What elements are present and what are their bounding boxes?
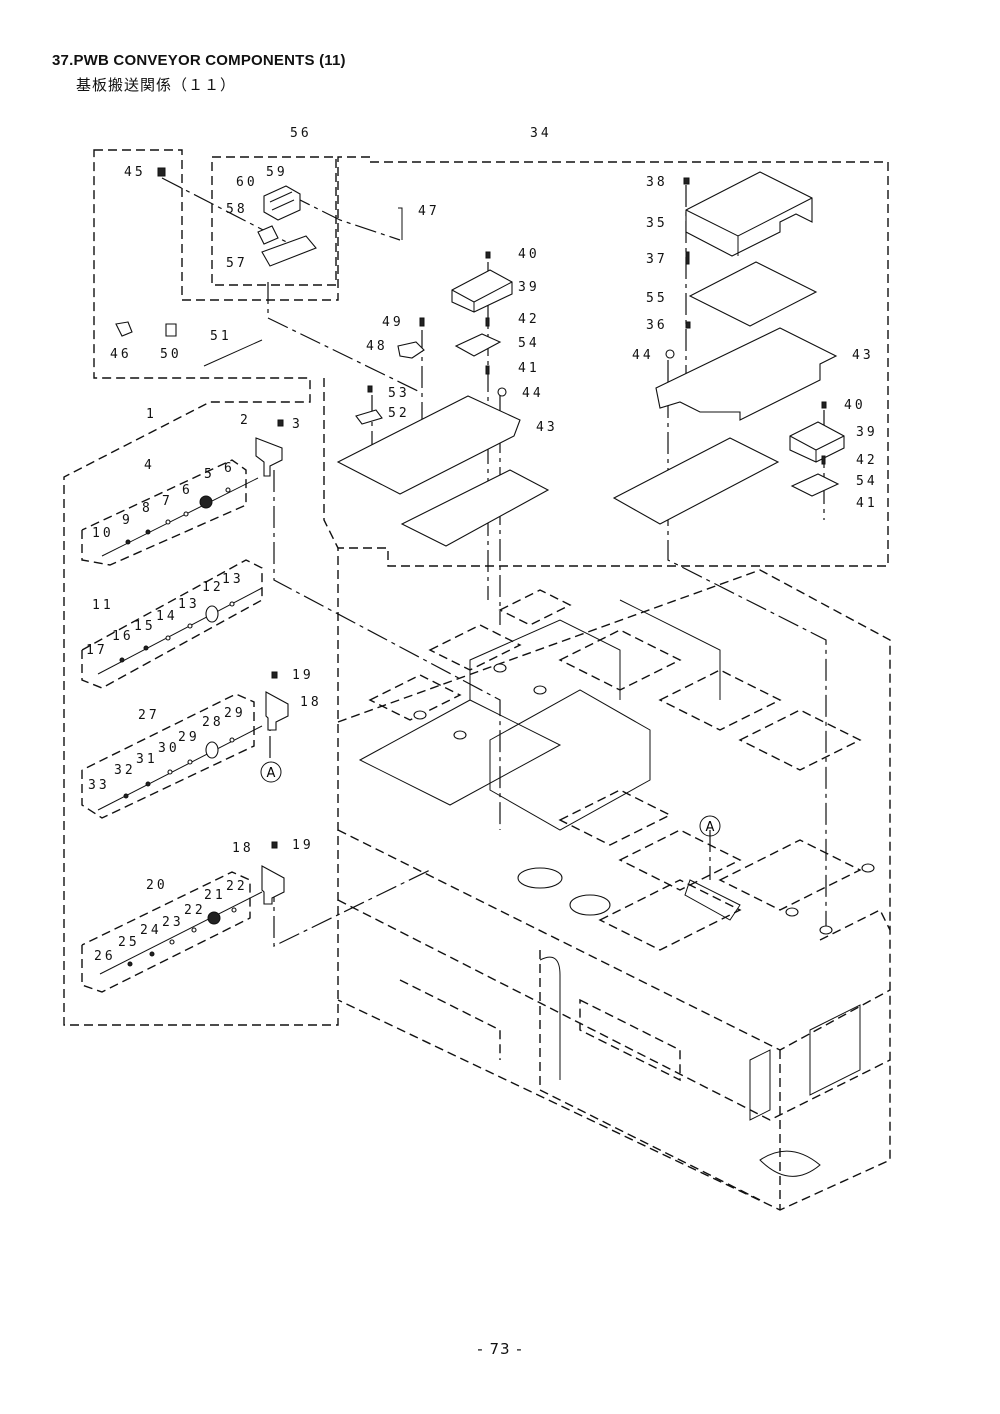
- part-label: 59: [266, 165, 288, 180]
- part-label: 30: [158, 741, 180, 756]
- part-label: 13: [178, 597, 200, 612]
- part-label: 17: [86, 643, 108, 658]
- part-label: 9: [122, 513, 133, 528]
- part-label: 19: [292, 668, 314, 683]
- part-label: 54: [856, 474, 878, 489]
- cover-assembly-34: [612, 171, 845, 525]
- part-label: 15: [134, 619, 156, 634]
- part-label: 7: [162, 494, 173, 509]
- group-boundary-4: [81, 459, 247, 566]
- page-subtitle: 基板搬送関係（１１）: [76, 76, 237, 94]
- part-label: 44: [632, 348, 654, 363]
- part-label: 58: [226, 202, 248, 217]
- part-label: 4: [144, 458, 155, 473]
- group-boundary-34-inner: [323, 378, 339, 549]
- group-boundary-upper-left: [63, 149, 889, 1026]
- part-label: 10: [92, 526, 114, 541]
- part-label: 57: [226, 256, 248, 271]
- part-label: 18: [232, 841, 254, 856]
- part-label: 20: [146, 878, 168, 893]
- part-label: 60: [236, 175, 258, 190]
- part-label: 49: [382, 315, 404, 330]
- part-label: 40: [844, 398, 866, 413]
- part-label: 42: [518, 312, 540, 327]
- part-label: 24: [140, 923, 162, 938]
- part-label: 2: [240, 413, 251, 428]
- part-label: 11: [92, 598, 114, 613]
- part-label: 45: [124, 165, 146, 180]
- part-label: 22: [184, 903, 206, 918]
- part-label: 39: [856, 425, 878, 440]
- part-label: 6: [182, 483, 193, 498]
- callout-a-left: A: [267, 766, 276, 781]
- part-label: 52: [388, 406, 410, 421]
- part-label: 36: [646, 318, 668, 333]
- callout-a-right: A: [706, 820, 715, 835]
- part-label: 44: [522, 386, 544, 401]
- part-label: 33: [88, 778, 110, 793]
- part-label: 55: [646, 291, 668, 306]
- upper-left-parts: [115, 167, 403, 367]
- part-label: 54: [518, 336, 540, 351]
- group-boundary-27: [81, 693, 255, 819]
- part-label: 32: [114, 763, 136, 778]
- part-label: 29: [178, 730, 200, 745]
- part-label: 25: [118, 935, 140, 950]
- center-plate-assembly: [336, 251, 550, 547]
- part-label: 27: [138, 708, 160, 723]
- part-label: 16: [112, 629, 134, 644]
- part-label: 56: [290, 126, 312, 141]
- part-label: 40: [518, 247, 540, 262]
- part-label: 41: [518, 361, 540, 376]
- part-label: 3: [292, 417, 303, 432]
- part-label: 1: [146, 407, 157, 422]
- part-label: 46: [110, 347, 132, 362]
- part-label: 26: [94, 949, 116, 964]
- group-boundary-20: [81, 871, 251, 993]
- part-label: 53: [388, 386, 410, 401]
- part-label: 50: [160, 347, 182, 362]
- part-label: 39: [518, 280, 540, 295]
- part-label: 43: [852, 348, 874, 363]
- page-title: 37.PWB CONVEYOR COMPONENTS (11): [52, 52, 346, 69]
- part-label: 31: [136, 752, 158, 767]
- part-label: 28: [202, 715, 224, 730]
- part-label: 47: [418, 204, 440, 219]
- group-boundary-11: [81, 559, 263, 689]
- part-label: 41: [856, 496, 878, 511]
- part-label: 8: [142, 501, 153, 516]
- part-label: 22: [226, 879, 248, 894]
- part-label: 12: [202, 580, 224, 595]
- part-label: 35: [646, 216, 668, 231]
- part-label: 37: [646, 252, 668, 267]
- part-label: 21: [204, 888, 226, 903]
- part-label: 34: [530, 126, 552, 141]
- part-number-labels: 56 34 45 59 60 58 57 47 46 50 51 40 39 4…: [86, 126, 878, 964]
- part-label: 43: [536, 420, 558, 435]
- shaft-assemblies: [97, 419, 721, 975]
- part-label: 23: [162, 915, 184, 930]
- part-label: 5: [204, 467, 215, 482]
- part-label: 38: [646, 175, 668, 190]
- part-label: 42: [856, 453, 878, 468]
- group-boundary-56: [211, 156, 337, 286]
- part-label: 14: [156, 609, 178, 624]
- part-label: 6: [224, 461, 235, 476]
- part-label: 13: [222, 572, 244, 587]
- base-frame: [337, 569, 891, 1211]
- part-label: 19: [292, 838, 314, 853]
- part-label: 51: [210, 329, 232, 344]
- part-label: 18: [300, 695, 322, 710]
- page-number: - 73 -: [477, 1340, 523, 1358]
- part-label: 29: [224, 706, 246, 721]
- part-label: 48: [366, 339, 388, 354]
